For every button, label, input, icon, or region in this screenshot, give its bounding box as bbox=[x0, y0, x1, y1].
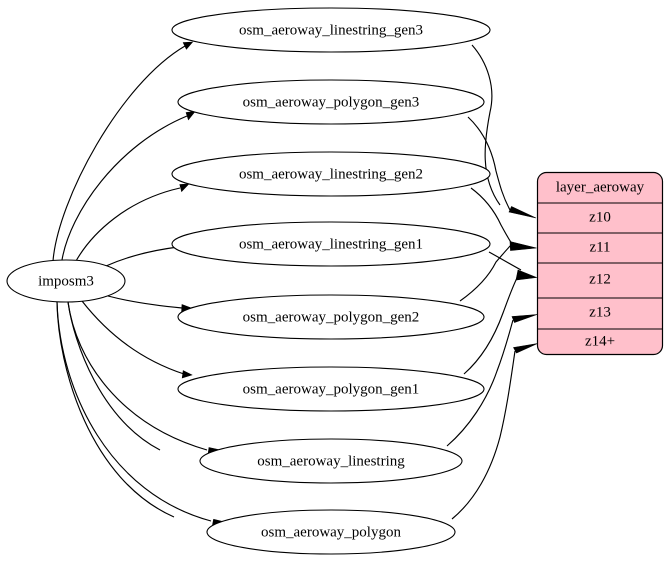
node-osm-aeroway-linestring-gen1-shape[interactable] bbox=[171, 221, 491, 267]
edge-imposm3-to-polygon-gen1 bbox=[81, 300, 185, 375]
layer-aeroway-table-header: layer_aeroway bbox=[556, 179, 645, 195]
arrowhead-linestring-gen3 bbox=[182, 41, 194, 50]
edge-imposm3-to-polygon-gen3 bbox=[61, 115, 188, 261]
node-osm-aeroway-polygon-gen2-label: osm_aeroway_polygon_gen2 bbox=[243, 309, 420, 325]
arrowhead-z13 bbox=[511, 314, 538, 323]
node-osm-aeroway-linestring-gen1[interactable]: osm_aeroway_linestring_gen1 bbox=[171, 221, 491, 267]
arrowhead-polygon-gen1 bbox=[181, 370, 193, 379]
node-osm-aeroway-linestring-label: osm_aeroway_linestring bbox=[257, 453, 405, 469]
node-osm-aeroway-linestring-gen3-label: osm_aeroway_linestring_gen3 bbox=[239, 22, 423, 38]
arrowhead-z14 bbox=[513, 343, 538, 354]
node-osm-aeroway-polygon-gen3[interactable]: osm_aeroway_polygon_gen3 bbox=[177, 79, 485, 125]
node-imposm3-shape[interactable] bbox=[6, 259, 126, 303]
node-osm-aeroway-polygon-gen1-shape[interactable] bbox=[177, 366, 485, 412]
node-osm-aeroway-linestring-gen1-label: osm_aeroway_linestring_gen1 bbox=[239, 236, 423, 252]
edge-imposm3-to-linestring-tail bbox=[67, 301, 208, 451]
node-osm-aeroway-polygon-gen1-label: osm_aeroway_polygon_gen1 bbox=[243, 381, 420, 397]
node-osm-aeroway-linestring-gen2-label: osm_aeroway_linestring_gen2 bbox=[239, 166, 423, 182]
edge-linestring-gen1-to-z12 bbox=[488, 251, 522, 271]
node-osm-aeroway-linestring-gen2[interactable]: osm_aeroway_linestring_gen2 bbox=[171, 151, 491, 197]
edge-linestring-gen3-to-z10 bbox=[471, 44, 501, 206]
node-osm-aeroway-linestring-gen3-shape[interactable] bbox=[171, 7, 491, 53]
node-osm-aeroway-polygon-gen2[interactable]: osm_aeroway_polygon_gen2 bbox=[177, 294, 485, 340]
edge-imposm3-to-linestring bbox=[67, 301, 161, 451]
arrowhead-z11 bbox=[509, 241, 537, 251]
edge-group-tables-to-layer bbox=[446, 44, 538, 520]
edge-imposm3-to-linestring-gen2 bbox=[75, 187, 181, 262]
arrowhead-linestring-gen2 bbox=[179, 183, 190, 193]
edge-imposm3-to-polygon-tail bbox=[56, 301, 212, 522]
layer-aeroway-row-z13[interactable]: z13 bbox=[589, 304, 611, 320]
arrowhead-z10 bbox=[508, 206, 537, 219]
node-osm-aeroway-linestring[interactable]: osm_aeroway_linestring bbox=[199, 438, 463, 484]
node-osm-aeroway-polygon-gen2-shape[interactable] bbox=[177, 294, 485, 340]
node-osm-aeroway-linestring-gen2-shape[interactable] bbox=[171, 151, 491, 197]
node-osm-aeroway-polygon[interactable]: osm_aeroway_polygon bbox=[206, 509, 456, 555]
arrowhead-z12 bbox=[515, 269, 538, 281]
edge-polygon-gen2-to-z11 bbox=[459, 243, 513, 302]
node-osm-aeroway-polygon-shape[interactable] bbox=[206, 509, 456, 555]
node-osm-aeroway-polygon-label: osm_aeroway_polygon bbox=[261, 524, 401, 540]
edge-linestring-gen2-to-z11 bbox=[470, 187, 514, 246]
layer-aeroway-row-z10[interactable]: z10 bbox=[589, 209, 611, 225]
node-osm-aeroway-polygon-gen3-shape[interactable] bbox=[177, 79, 485, 125]
layer-aeroway-row-z12[interactable]: z12 bbox=[589, 271, 611, 287]
edge-linestring-to-z13 bbox=[446, 319, 514, 447]
edge-imposm3-to-polygon-gen2 bbox=[107, 295, 183, 309]
edge-polygon-gen3-to-z10 bbox=[467, 116, 511, 211]
node-imposm3[interactable]: imposm3 bbox=[6, 259, 126, 303]
arrowhead-polygon-gen3 bbox=[185, 110, 196, 121]
layer-aeroway-row-z11[interactable]: z11 bbox=[589, 239, 610, 255]
node-osm-aeroway-linestring-gen3[interactable]: osm_aeroway_linestring_gen3 bbox=[171, 7, 491, 53]
edge-imposm3-to-linestring-gen1 bbox=[105, 246, 179, 267]
node-osm-aeroway-polygon-gen3-label: osm_aeroway_polygon_gen3 bbox=[243, 94, 420, 110]
edge-polygon-gen1-to-z12 bbox=[463, 273, 520, 375]
node-osm-aeroway-linestring-shape[interactable] bbox=[199, 438, 463, 484]
node-imposm3-label: imposm3 bbox=[38, 273, 94, 289]
node-osm-aeroway-polygon-gen1[interactable]: osm_aeroway_polygon_gen1 bbox=[177, 366, 485, 412]
edge-imposm3-to-linestring-gen3 bbox=[52, 45, 186, 262]
layer-aeroway-row-z14plus[interactable]: z14+ bbox=[585, 333, 615, 349]
edge-polygon-to-z14 bbox=[451, 350, 516, 520]
node-layer-aeroway-table[interactable]: layer_aeroway z10 z11 z12 z13 z14+ bbox=[536, 171, 664, 356]
